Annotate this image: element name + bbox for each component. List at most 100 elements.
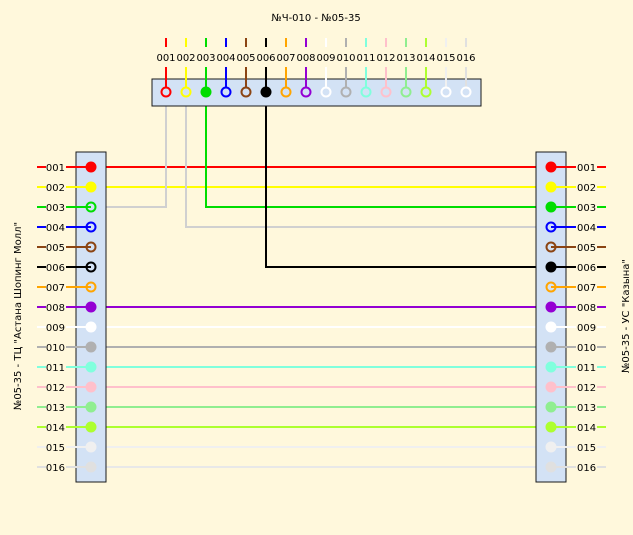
left-fiber-label: 002 bbox=[46, 183, 65, 194]
fiber-port bbox=[85, 421, 97, 433]
right-fiber-label: 002 bbox=[577, 183, 596, 194]
fiber-port bbox=[440, 86, 452, 98]
left-fiber-label: 001 bbox=[46, 163, 65, 174]
fiber-port bbox=[160, 86, 172, 98]
fiber-port bbox=[545, 281, 557, 293]
fiber-connection bbox=[205, 92, 551, 208]
top-fiber-label: 013 bbox=[396, 53, 415, 64]
fiber-port bbox=[545, 461, 557, 473]
fiber-port bbox=[320, 86, 332, 98]
fiber-port bbox=[85, 361, 97, 373]
top-fiber-label: 014 bbox=[416, 53, 435, 64]
fiber-port bbox=[460, 86, 472, 98]
top-fiber-label: 002 bbox=[176, 53, 195, 64]
fiber-port bbox=[420, 86, 432, 98]
fiber-port bbox=[85, 321, 97, 333]
fiber-port bbox=[200, 86, 212, 98]
left-fiber-label: 014 bbox=[46, 423, 65, 434]
fiber-port bbox=[85, 221, 97, 233]
right-fiber-label: 001 bbox=[577, 163, 596, 174]
fiber-port bbox=[85, 181, 97, 193]
right-fiber-label: 005 bbox=[577, 243, 596, 254]
fiber-port bbox=[340, 86, 352, 98]
top-fiber-label: 003 bbox=[196, 53, 215, 64]
top-fiber-label: 005 bbox=[236, 53, 255, 64]
right-fiber-label: 009 bbox=[577, 323, 596, 334]
fiber-port bbox=[85, 301, 97, 313]
diagram-title: №Ч-010 - №05-35 bbox=[271, 13, 360, 24]
fiber-port bbox=[545, 341, 557, 353]
top-fiber-label: 004 bbox=[216, 53, 235, 64]
right-fiber-label: 015 bbox=[577, 443, 596, 454]
left-fiber-label: 004 bbox=[46, 223, 65, 234]
fiber-port bbox=[545, 181, 557, 193]
fiber-port bbox=[400, 86, 412, 98]
top-fiber-label: 010 bbox=[336, 53, 355, 64]
fiber-port bbox=[85, 261, 97, 273]
left-fiber-label: 013 bbox=[46, 403, 65, 414]
fiber-port bbox=[380, 86, 392, 98]
fiber-port bbox=[545, 441, 557, 453]
fiber-port bbox=[545, 421, 557, 433]
left-fiber-label: 007 bbox=[46, 283, 65, 294]
right-fiber-label: 006 bbox=[577, 263, 596, 274]
fiber-port bbox=[85, 161, 97, 173]
fiber-port bbox=[85, 441, 97, 453]
right-fiber-label: 011 bbox=[577, 363, 596, 374]
fiber-port bbox=[220, 86, 232, 98]
fiber-port bbox=[545, 381, 557, 393]
top-fiber-label: 012 bbox=[376, 53, 395, 64]
left-fiber-label: 008 bbox=[46, 303, 65, 314]
fiber-port bbox=[180, 86, 192, 98]
fiber-port bbox=[85, 201, 97, 213]
left-fiber-label: 009 bbox=[46, 323, 65, 334]
fiber-port bbox=[85, 281, 97, 293]
fiber-port bbox=[545, 241, 557, 253]
right-fiber-label: 004 bbox=[577, 223, 596, 234]
right-fiber-label: 010 bbox=[577, 343, 596, 354]
top-fiber-label: 008 bbox=[296, 53, 315, 64]
fiber-port bbox=[280, 86, 292, 98]
left-fiber-label: 006 bbox=[46, 263, 65, 274]
left-fiber-label: 005 bbox=[46, 243, 65, 254]
right-fiber-label: 013 bbox=[577, 403, 596, 414]
fiber-port bbox=[85, 241, 97, 253]
right-fiber-label: 008 bbox=[577, 303, 596, 314]
right-fiber-label: 014 bbox=[577, 423, 596, 434]
fiber-port bbox=[545, 361, 557, 373]
top-fiber-label: 001 bbox=[156, 53, 175, 64]
left-fiber-label: 015 bbox=[46, 443, 65, 454]
fiber-port bbox=[545, 401, 557, 413]
right-cable-label: №05-35 - УС "Казына" bbox=[621, 259, 632, 373]
fiber-port bbox=[545, 261, 557, 273]
fiber-port bbox=[240, 86, 252, 98]
fiber-port bbox=[545, 221, 557, 233]
right-fiber-label: 007 bbox=[577, 283, 596, 294]
fiber-port bbox=[85, 401, 97, 413]
top-fiber-label: 009 bbox=[316, 53, 335, 64]
fiber-port bbox=[360, 86, 372, 98]
left-cable-label: №05-35 - ТЦ "Астана Шопинг Молл" bbox=[13, 222, 24, 410]
fiber-port bbox=[545, 301, 557, 313]
fiber-port bbox=[85, 381, 97, 393]
fiber-port bbox=[85, 461, 97, 473]
fiber-port bbox=[545, 201, 557, 213]
connections-layer bbox=[91, 92, 551, 468]
right-fiber-label: 016 bbox=[577, 463, 596, 474]
fiber-connection bbox=[185, 92, 551, 228]
left-fiber-label: 011 bbox=[46, 363, 65, 374]
top-fiber-label: 006 bbox=[256, 53, 275, 64]
fiber-port bbox=[260, 86, 272, 98]
top-fiber-label: 011 bbox=[356, 53, 375, 64]
left-fiber-label: 012 bbox=[46, 383, 65, 394]
fiber-connection bbox=[265, 92, 551, 268]
fiber-port bbox=[85, 341, 97, 353]
right-fiber-label: 003 bbox=[577, 203, 596, 214]
top-fiber-label: 016 bbox=[456, 53, 475, 64]
left-fiber-label: 010 bbox=[46, 343, 65, 354]
fiber-port bbox=[545, 161, 557, 173]
top-fiber-label: 015 bbox=[436, 53, 455, 64]
left-fiber-label: 016 bbox=[46, 463, 65, 474]
